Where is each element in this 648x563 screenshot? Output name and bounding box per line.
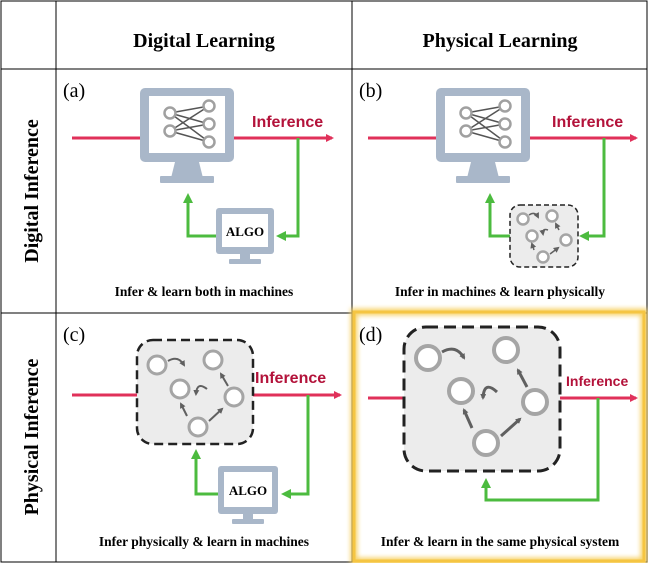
panel-c-caption: Infer physically & learn in machines — [99, 534, 309, 549]
panel-a: (a) Inference ALG — [63, 80, 334, 299]
row-header-digital-inference: Digital Inference — [21, 119, 43, 263]
panel-d: (d) Inference Infer & learn in the same … — [359, 324, 638, 549]
panel-c: (c) Inference ALGO Infer physically & le… — [63, 324, 342, 549]
panel-a-caption: Infer & learn both in machines — [115, 284, 294, 299]
panel-c-tag: (c) — [63, 324, 85, 346]
panel-d-tag: (d) — [359, 324, 382, 346]
panel-b-tag: (b) — [359, 80, 382, 102]
physical-system-icon — [509, 204, 579, 268]
column-header-digital-learning: Digital Learning — [133, 30, 275, 52]
panel-d-caption: Infer & learn in the same physical syste… — [381, 534, 620, 549]
panel-b: (b) Inference — [359, 80, 638, 299]
feedback-arrow-in — [281, 395, 310, 499]
panel-d-highlight — [350, 308, 648, 563]
feedback-arrow-in — [276, 138, 300, 241]
row-header-physical-inference: Physical Inference — [21, 358, 43, 515]
physical-system-icon — [402, 325, 562, 473]
feedback-arrow-out — [183, 193, 216, 238]
physical-system-icon — [135, 338, 255, 446]
panel-a-tag: (a) — [63, 80, 85, 102]
column-header-physical-learning: Physical Learning — [422, 30, 577, 52]
neural-network-icon — [163, 99, 216, 149]
feedback-arrow-out — [485, 193, 510, 238]
feedback-arrow — [481, 398, 600, 502]
panel-c-algo-label: ALGO — [229, 483, 267, 498]
algo-monitor-icon — [218, 466, 278, 524]
feedback-arrow-in — [579, 138, 606, 241]
panel-a-inference-label: Inference — [252, 114, 323, 131]
feedback-arrow-out — [191, 449, 218, 496]
panel-b-caption: Infer in machines & learn physically — [395, 284, 605, 299]
panel-c-inference-label: Inference — [255, 370, 326, 387]
panel-b-inference-label: Inference — [552, 114, 623, 131]
panel-a-algo-label: ALGO — [226, 224, 264, 239]
algo-monitor-icon — [216, 208, 274, 264]
panel-d-inference-label: Inference — [566, 373, 628, 389]
neural-network-icon — [459, 99, 512, 149]
